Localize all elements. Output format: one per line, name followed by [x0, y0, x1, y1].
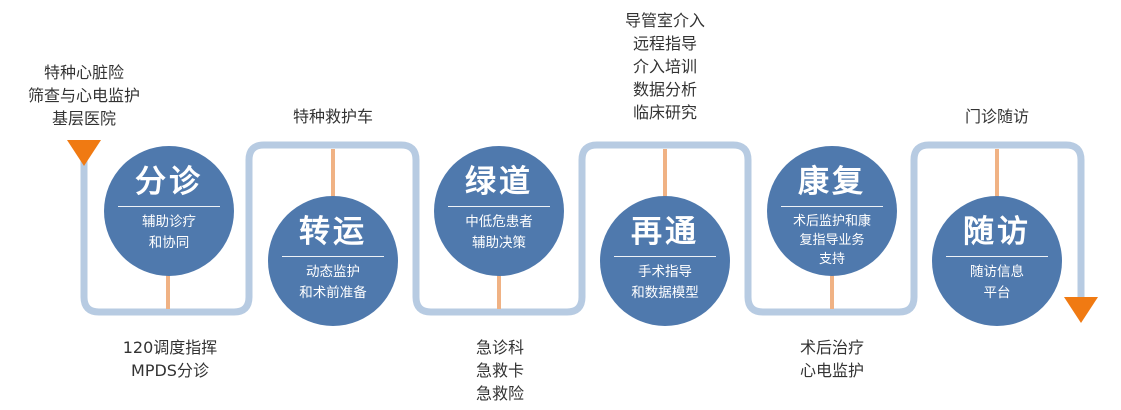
stage-title: 康复: [798, 164, 866, 200]
stage-description: 动态监护 和术前准备: [276, 262, 390, 304]
stage-circle-green-channel: 绿道 中低危患者 辅助决策: [434, 146, 564, 276]
stage-divider: [781, 206, 883, 207]
note-stage2-above: 特种救护车: [253, 105, 413, 128]
note-line: 特种心脏险: [43, 63, 124, 82]
stage-divider: [282, 256, 384, 257]
note-line: 特种救护车: [292, 107, 373, 126]
note-line: MPDS分诊: [131, 361, 209, 380]
stage-title: 随访: [963, 214, 1031, 250]
stage-description-line: 动态监护: [306, 264, 360, 280]
stage-title: 再通: [631, 214, 699, 250]
stage-description-line: 和协同: [148, 235, 190, 251]
stage-description-line: 中低危患者: [465, 214, 533, 230]
note-line: 数据分析: [632, 80, 697, 99]
stage-circle-transfer: 转运 动态监护 和术前准备: [268, 196, 398, 326]
note-start: 特种心脏险 筛查与心电监护 基层医院: [4, 61, 164, 130]
stage-divider: [448, 206, 550, 207]
stage-description: 手术指导 和数据模型: [608, 262, 722, 304]
note-stage6-above: 门诊随访: [917, 105, 1077, 128]
end-arrow-icon: [1064, 297, 1098, 323]
stage-divider: [614, 256, 716, 257]
stage-description: 中低危患者 辅助决策: [442, 212, 556, 254]
stage-circle-triage: 分诊 辅助诊疗 和协同: [104, 146, 234, 276]
note-line: 急救险: [475, 384, 524, 403]
stage-description: 术后监护和康 复指导业务 支持: [775, 212, 889, 269]
stage-description-line: 随访信息: [970, 264, 1024, 280]
note-line: 门诊随访: [964, 107, 1029, 126]
stage-circle-rehabilitation: 康复 术后监护和康 复指导业务 支持: [767, 146, 897, 276]
stage-description-line: 支持: [818, 252, 845, 267]
note-line: 筛查与心电监护: [27, 86, 140, 105]
note-line: 远程指导: [632, 34, 697, 53]
stage-title: 分诊: [135, 164, 203, 200]
stage-description-line: 和数据模型: [631, 285, 699, 301]
stage-description-line: 辅助诊疗: [142, 214, 196, 230]
note-line: 术后治疗: [799, 338, 864, 357]
stage-title: 转运: [299, 214, 367, 250]
stage-description-line: 复指导业务: [799, 233, 865, 248]
start-arrow-icon: [67, 140, 101, 166]
note-line: 介入培训: [632, 57, 697, 76]
stage-description-line: 辅助决策: [472, 235, 526, 251]
note-stage5-below: 术后治疗 心电监护: [752, 336, 912, 382]
note-line: 心电监护: [799, 361, 864, 380]
note-line: 临床研究: [632, 103, 697, 122]
note-line: 导管室介入: [624, 11, 705, 30]
note-line: 120调度指挥: [122, 338, 218, 357]
stage-circle-reperfusion: 再通 手术指导 和数据模型: [600, 196, 730, 326]
stage-description: 随访信息 平台: [940, 262, 1054, 304]
stage-description-line: 术后监护和康: [792, 214, 871, 229]
note-stage3-below: 急诊科 急救卡 急救险: [420, 336, 580, 405]
stage-divider: [946, 256, 1048, 257]
serpentine-path: [80, 141, 1085, 316]
stage-description-line: 手术指导: [638, 264, 692, 280]
note-line: 急诊科: [475, 338, 524, 357]
note-line: 基层医院: [51, 109, 116, 128]
stage-description-line: 和术前准备: [299, 285, 367, 301]
note-line: 急救卡: [475, 361, 524, 380]
stage-description-line: 平台: [983, 285, 1011, 301]
note-stage1-below: 120调度指挥 MPDS分诊: [90, 336, 250, 382]
note-stage4-above: 导管室介入 远程指导 介入培训 数据分析 临床研究: [585, 9, 745, 124]
stage-circle-follow-up: 随访 随访信息 平台: [932, 196, 1062, 326]
stage-divider: [118, 206, 220, 207]
stage-description: 辅助诊疗 和协同: [112, 212, 226, 254]
stage-title: 绿道: [465, 164, 533, 200]
